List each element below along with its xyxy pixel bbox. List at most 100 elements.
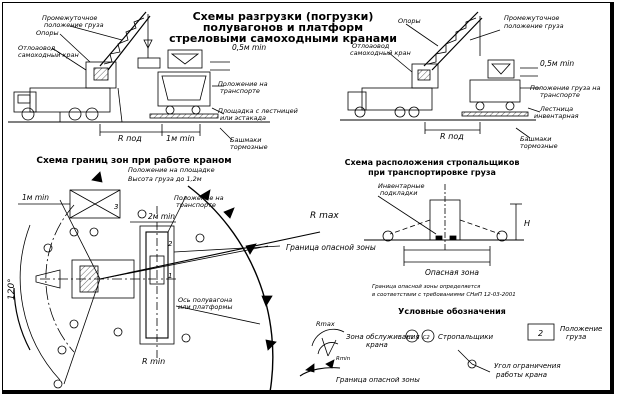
left-label-intermediate: Промежуточное [42,14,97,22]
left-label-pos-load: положение груза [44,21,104,29]
wheel-icon [191,105,201,115]
right-label-pos-load: положение груза [504,22,564,30]
slinger-title2: при транспортировке груза [368,168,496,177]
right-label-outrigger: Опоры [398,17,421,25]
right-label-r-pod: R под [440,132,464,141]
wheel-icon [475,101,485,111]
wheel-icon [394,106,406,118]
title-line2: полувагонов и платформ [203,21,363,34]
legend-limit2: работы крана [495,371,547,379]
sheet-frame [2,2,614,394]
legend-drawing [299,323,555,377]
right-label-pad: Башмаки [520,135,551,143]
crane-truck-body [29,87,111,113]
left-label-pad: Башмаки [230,136,261,144]
left-label-swing: Отлоаовод [18,44,56,52]
zones-num-1: 1 [168,272,172,280]
legend-danger: Граница опасной зоны [336,376,420,384]
left-crane-drawing [8,11,270,141]
slinger-title1: Схема расположения стропальщиков [345,158,520,167]
service-zone-icon [311,328,345,347]
legend-limit: Угол ограничения [494,362,561,370]
left-label-r-pod: R под [118,134,142,143]
zones-label-height: Высота груза до 1,2м [128,175,202,183]
legend-zone-service: Зона обслуживания [346,333,420,341]
slinger-label-inventory: Инвентарные [378,182,424,190]
slinger-drawing [364,184,524,266]
wheel-icon [21,107,35,121]
legend-zone-service2: крана [366,341,388,349]
right-label-load-pos: Положение груза на [530,84,601,92]
zones-title: Схема границ зон при работе краном [36,155,231,166]
load-on-transport [487,59,515,79]
slinger-c1-icon [405,329,419,343]
left-label-clearance: 0,5м min [232,43,266,52]
right-label-ladder: Лестница [539,105,573,113]
right-label-ladder2: инвентарная [534,112,579,120]
legend-position2: груза [566,333,586,341]
left-label-platform2: или эстакада [220,114,266,122]
legend-c2: C2 [423,335,430,341]
wheel-icon [68,107,82,121]
zones-label-one-m: 1м min [22,193,49,202]
right-label-pad2: тормозные [520,142,558,150]
zones-label-on-transport2: транспорте [176,201,216,209]
crane-truck-body [361,87,433,111]
limit-angle-icon [467,359,477,369]
slinger-note1: Граница опасной зоны определяется [372,284,481,290]
left-label-outrigger: Опоры [36,29,59,37]
zones-label-on-transport: Положение на [174,194,224,202]
left-label-pad2: тормозные [230,143,268,151]
wheel-icon [165,105,175,115]
zones-label-danger: Граница опасной зоны [286,243,376,252]
left-label-platform: Площадка с лестницей [218,107,298,115]
zones-label-axis: Ось полувагона [178,296,232,304]
right-crane-drawing [340,11,541,139]
zones-drawing [13,171,321,393]
wheel-icon [408,106,420,118]
zones-label-angle: 120° [7,278,17,300]
crane-truck-cab [347,91,367,111]
zones-label-two-m: 2м min [148,212,175,221]
wheel-icon [85,107,99,121]
zones-label-axis2: или платформы [178,303,233,311]
left-label-wagon-pos: Положение на [218,80,268,88]
legend-rmin: Rmin [336,356,351,362]
legend-title: Условные обозначения [398,306,506,316]
legend-slingers: Стропальщики [438,333,494,341]
title-line1: Схемы разгрузки (погрузки) [193,10,374,23]
zones-num-2: 2 [168,240,173,248]
slinger-h: H [524,219,530,228]
legend-position-box: 2 [538,329,543,338]
left-label-self-propelled: самоходный кран [18,51,79,59]
danger-boundary-icon [299,367,341,377]
zones-label-r-max: R max [310,211,339,221]
right-label-swing: Отлоаовод [352,42,390,50]
slinger-c2-icon [421,329,435,343]
position-box-icon [527,323,555,341]
right-label-intermediate: Промежуточное [504,14,559,22]
right-label-clearance: 0,5м min [540,59,574,68]
right-label-load-pos2: транспорте [540,91,580,99]
wagon-body [157,71,211,107]
left-label-one-m: 1м min [166,134,195,143]
slinger-note2: в соответствии с требованиями СНиП 12-03… [372,292,516,298]
legend-c1: C1 [407,335,414,341]
load-on-wagon [167,49,203,69]
slinger-label-inventory2: подкладки [380,189,417,197]
wheel-icon [505,101,515,111]
platform-body [469,79,521,103]
left-label-wagon-pos2: транспорте [220,87,260,95]
zones-num-3: 3 [114,203,118,211]
wheel-icon [354,106,366,118]
right-label-self-propelled: самоходный кран [350,49,411,57]
legend-position: Положение [560,325,602,333]
zones-label-r-min: R min [142,357,165,366]
zones-label-on-site: Положение на площадке [128,166,215,174]
crane-truck-cab [13,91,37,113]
slinger-label-danger-zone: Опасная зона [425,268,479,277]
legend-rmax: Rmax [316,320,335,328]
title-line3: стреловыми самоходными кранами [169,32,397,45]
